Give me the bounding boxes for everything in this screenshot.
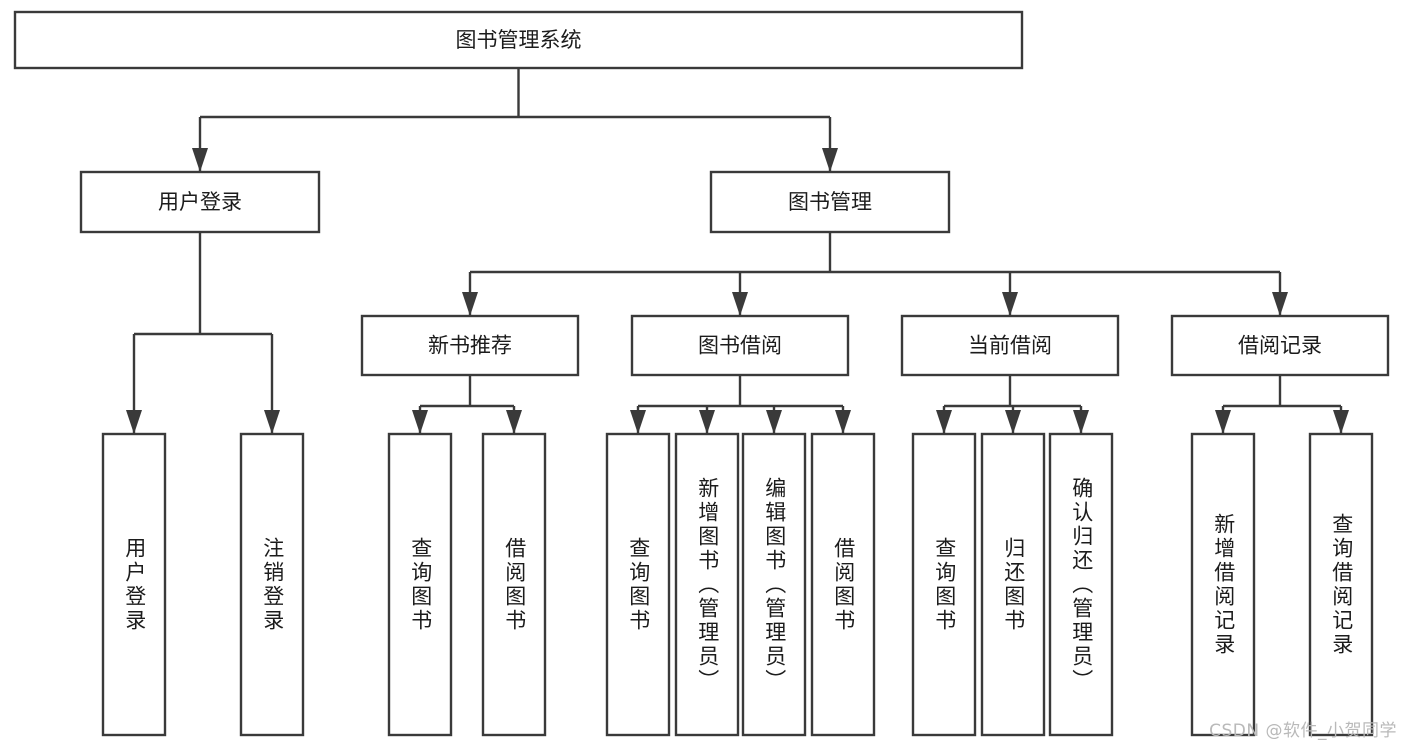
node-label-图书管理系统: 图书管理系统 bbox=[456, 28, 582, 52]
node-box-图书借阅[interactable] bbox=[630, 314, 850, 377]
arrow-icon-查询图书 bbox=[412, 410, 428, 434]
arrow-icon-注销登录 bbox=[264, 410, 280, 434]
node-box-借阅图书[interactable] bbox=[810, 432, 876, 737]
node-box-查询借阅记录[interactable] bbox=[1308, 432, 1374, 737]
node-box-查询图书[interactable] bbox=[605, 432, 671, 737]
node-box-layer bbox=[13, 10, 1390, 737]
arrow-icon-新书推荐 bbox=[462, 292, 478, 316]
node-box-用户登录[interactable] bbox=[79, 170, 321, 234]
node-box-注销登录[interactable] bbox=[239, 432, 305, 737]
arrow-icon-借阅图书 bbox=[835, 410, 851, 434]
arrow-icon-新增借阅记录 bbox=[1215, 410, 1231, 434]
arrow-icon-借阅记录 bbox=[1272, 292, 1288, 316]
node-label-图书管理: 图书管理 bbox=[788, 190, 872, 214]
watermark: CSDN @软件_小贺同学 bbox=[1209, 721, 1397, 741]
node-label-图书借阅: 图书借阅 bbox=[698, 334, 782, 358]
node-box-借阅图书[interactable] bbox=[481, 432, 547, 737]
node-box-归还图书[interactable] bbox=[980, 432, 1046, 737]
arrow-icon-借阅图书 bbox=[506, 410, 522, 434]
arrow-icon-图书借阅 bbox=[732, 292, 748, 316]
node-box-查询图书[interactable] bbox=[387, 432, 453, 737]
node-label-当前借阅: 当前借阅 bbox=[968, 334, 1052, 358]
node-box-编辑图书管理员[interactable] bbox=[741, 432, 807, 737]
node-label-新书推荐: 新书推荐 bbox=[428, 334, 512, 358]
node-box-新书推荐[interactable] bbox=[360, 314, 580, 377]
arrow-icon-查询借阅记录 bbox=[1333, 410, 1349, 434]
node-box-用户登录[interactable] bbox=[101, 432, 167, 737]
node-box-新增借阅记录[interactable] bbox=[1190, 432, 1256, 737]
arrow-icon-用户登录 bbox=[192, 148, 208, 172]
node-label-借阅记录: 借阅记录 bbox=[1238, 334, 1322, 358]
arrow-icon-编辑图书管理员 bbox=[766, 410, 782, 434]
arrow-icon-当前借阅 bbox=[1002, 292, 1018, 316]
node-label-用户登录: 用户登录 bbox=[158, 190, 242, 214]
node-box-确认归还管理员[interactable] bbox=[1048, 432, 1114, 737]
arrow-icon-确认归还管理员 bbox=[1073, 410, 1089, 434]
connector-layer bbox=[126, 68, 1349, 434]
arrow-icon-归还图书 bbox=[1005, 410, 1021, 434]
node-box-借阅记录[interactable] bbox=[1170, 314, 1390, 377]
node-box-当前借阅[interactable] bbox=[900, 314, 1120, 377]
arrow-icon-图书管理 bbox=[822, 148, 838, 172]
node-box-新增图书管理员[interactable] bbox=[674, 432, 740, 737]
node-box-查询图书[interactable] bbox=[911, 432, 977, 737]
arrow-icon-查询图书 bbox=[936, 410, 952, 434]
arrow-icon-用户登录 bbox=[126, 410, 142, 434]
node-box-图书管理系统[interactable] bbox=[13, 10, 1024, 70]
node-box-图书管理[interactable] bbox=[709, 170, 951, 234]
arrow-icon-查询图书 bbox=[630, 410, 646, 434]
arrow-icon-新增图书管理员 bbox=[699, 410, 715, 434]
